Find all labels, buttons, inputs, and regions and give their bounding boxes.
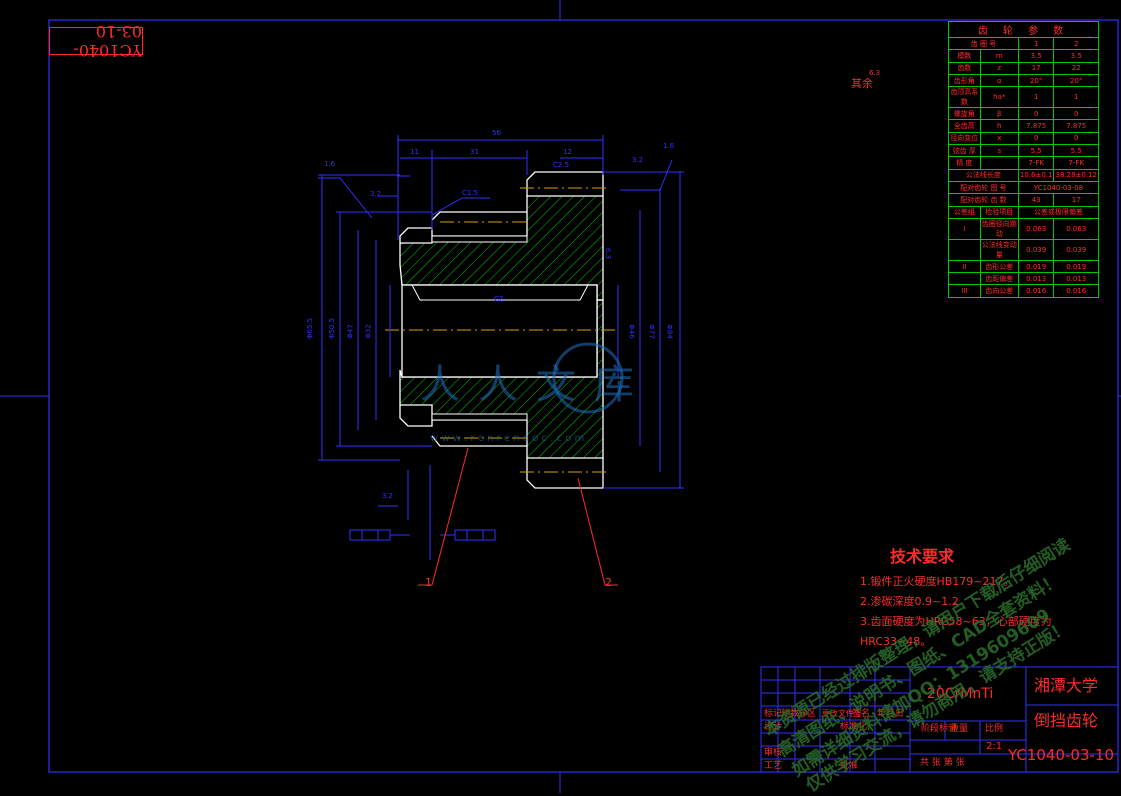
dim-c15: C1.5 — [462, 189, 479, 197]
dim-11: 11 — [410, 148, 419, 156]
gear-table-header: 2 — [1053, 36, 1099, 51]
dim-31: 31 — [470, 148, 479, 156]
rough-top-right: 1.6 — [663, 142, 675, 150]
rough-left: 3.2 — [370, 190, 382, 198]
tb-sheets: 共 张 第 张 — [920, 758, 965, 768]
tb-label-zone: 分区 — [798, 709, 817, 719]
logo-text: 人人文库 — [420, 362, 652, 408]
tb-label-mark: 标记 — [764, 709, 783, 719]
tb-ratio: 比例 — [985, 724, 1004, 734]
surface-finish-note: 其余 — [851, 77, 873, 90]
tb-label-count: 处数 — [781, 709, 800, 719]
tb-approve: 批准 — [840, 761, 859, 771]
dim-c2: C2 — [494, 295, 504, 303]
title-block-grid — [760, 666, 1119, 773]
dim-left-3: Φ47 — [346, 324, 355, 339]
gear-table-header: 1 — [1017, 36, 1055, 51]
tech-req-item: HRC33~48。 — [860, 635, 932, 648]
dim-right-3: Φ84 — [665, 324, 674, 339]
tb-university: 湘潭大学 — [1034, 676, 1099, 695]
tech-req-item: 3.齿面硬度为HRC58~63，心部硬度为 — [860, 615, 1052, 628]
dim-c25: C2.5 — [553, 161, 570, 169]
tech-req-item: 2.渗碳深度0.9~1.2 — [860, 595, 959, 608]
rough-right: 3.2 — [632, 156, 644, 164]
tb-stage: 阶段标记 — [921, 724, 958, 734]
part-label-2: 2 — [605, 576, 612, 589]
tb-material: 20CrMnTi — [927, 686, 994, 702]
dim-overall-length: 56 — [492, 129, 501, 137]
tb-drawing-no: YC1040-03-10 — [1008, 746, 1114, 764]
tb-scale: 2:1 — [986, 741, 1003, 752]
technical-requirements: 技术要求 1.锻件正火硬度HB179~217。 2.渗碳深度0.9~1.2 3.… — [860, 543, 1052, 653]
part-label-1: 1 — [425, 576, 432, 589]
dim-bore: Φ32 — [364, 324, 373, 339]
logo-watermark — [552, 342, 624, 414]
gear-table-header: 齿 圈 号 — [948, 36, 1019, 51]
tb-label-change: 更改文件号 — [822, 709, 862, 718]
rough-bottom: 3.2 — [382, 492, 394, 500]
tb-part-name: 倒挡齿轮 — [1034, 711, 1099, 730]
tech-req-title: 技术要求 — [890, 547, 955, 566]
part-leaders — [418, 447, 618, 586]
tb-standardize: 标准化 — [840, 722, 868, 732]
surface-finish-value: 6.3 — [869, 69, 881, 77]
dim-left-outer: Φ65.5 — [306, 317, 315, 340]
dim-12: 12 — [563, 148, 572, 156]
table-row: 公差组检验项目公差或极限偏差 — [948, 205, 1100, 219]
tb-label-sign: 签名 — [852, 709, 871, 719]
tb-process: 工艺 — [764, 761, 783, 771]
dim-right-2: Φ77 — [647, 324, 656, 339]
tb-label-date: 年月日 — [877, 709, 905, 719]
gear-section — [399, 171, 604, 489]
dim-right-1: Φ46 — [627, 324, 636, 339]
tb-weight: 重量 — [950, 724, 969, 734]
center-lines — [385, 187, 615, 473]
tb-design: 设计 — [764, 722, 783, 732]
rough-top-left: 1.6 — [324, 160, 336, 168]
tb-review: 审核 — [764, 748, 783, 758]
rough-face: 6.3 — [604, 247, 613, 260]
dim-left-2: Φ50.5 — [328, 317, 337, 340]
gear-table-title: 齿 轮 参 数 — [948, 21, 1099, 38]
tech-req-item: 1.锻件正火硬度HB179~217。 — [860, 575, 1015, 588]
drawing-number-stamp: YC1040-03-10 — [49, 22, 143, 60]
logo-url: w w w . r e n r e n d o c . c o m — [430, 433, 585, 444]
